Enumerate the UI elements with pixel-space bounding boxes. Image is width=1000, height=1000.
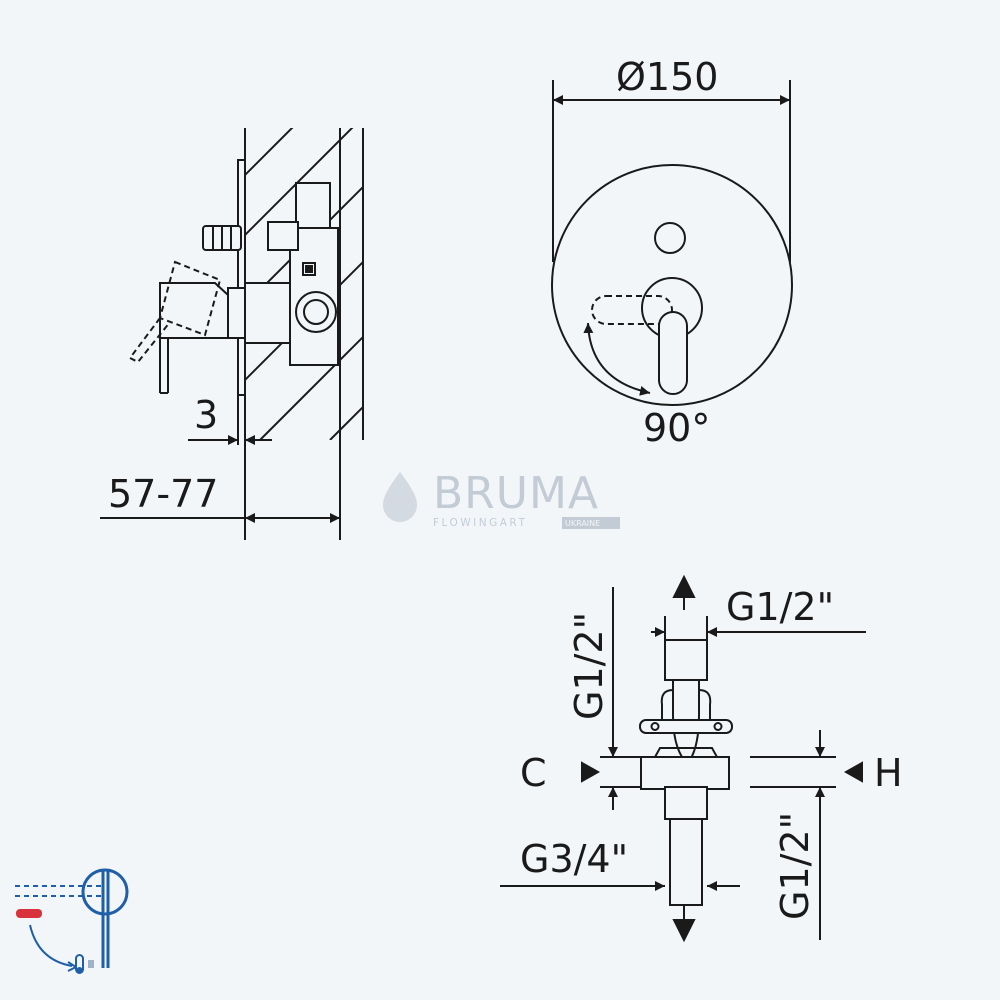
- diverter-knob: [654, 222, 686, 254]
- wall-hatching: [245, 128, 363, 440]
- brand-tagline: FLOWINGART: [433, 517, 527, 529]
- dimension-depth-label: 57-77: [108, 472, 218, 516]
- diverter-function-icon: [15, 868, 129, 974]
- dimension-diameter-label: Ø150: [616, 55, 718, 99]
- outlet-down-arrow: [672, 919, 696, 943]
- water-drop-icon: [383, 472, 417, 522]
- brand-watermark: BRUMA FLOWINGART UKRAINE: [383, 468, 620, 529]
- dimension-thickness-label: 3: [194, 393, 218, 437]
- thread-top-horizontal-label: G1/2": [726, 585, 834, 629]
- dimension-rotation-label: 90°: [643, 406, 710, 450]
- brand-name: BRUMA: [433, 468, 599, 519]
- side-view: [100, 128, 364, 540]
- hot-inlet-arrow: [843, 761, 863, 783]
- piping-view: [500, 574, 866, 943]
- thread-top-vertical-label: G1/2": [567, 612, 611, 720]
- cold-inlet-arrow: [581, 761, 601, 783]
- cover-plate: [551, 164, 793, 406]
- hot-label: H: [874, 751, 903, 795]
- brand-region: UKRAINE: [565, 519, 600, 528]
- front-view: [551, 80, 793, 406]
- lever-handle: [658, 311, 688, 395]
- thread-bottom-horizontal-label: G3/4": [520, 837, 628, 881]
- thread-bottom-vertical-label: G1/2": [773, 812, 817, 920]
- hot-indicator-icon: [16, 909, 42, 918]
- thermometer-icon: [75, 954, 84, 974]
- outlet-up-arrow: [672, 574, 696, 598]
- cold-label: C: [520, 751, 547, 795]
